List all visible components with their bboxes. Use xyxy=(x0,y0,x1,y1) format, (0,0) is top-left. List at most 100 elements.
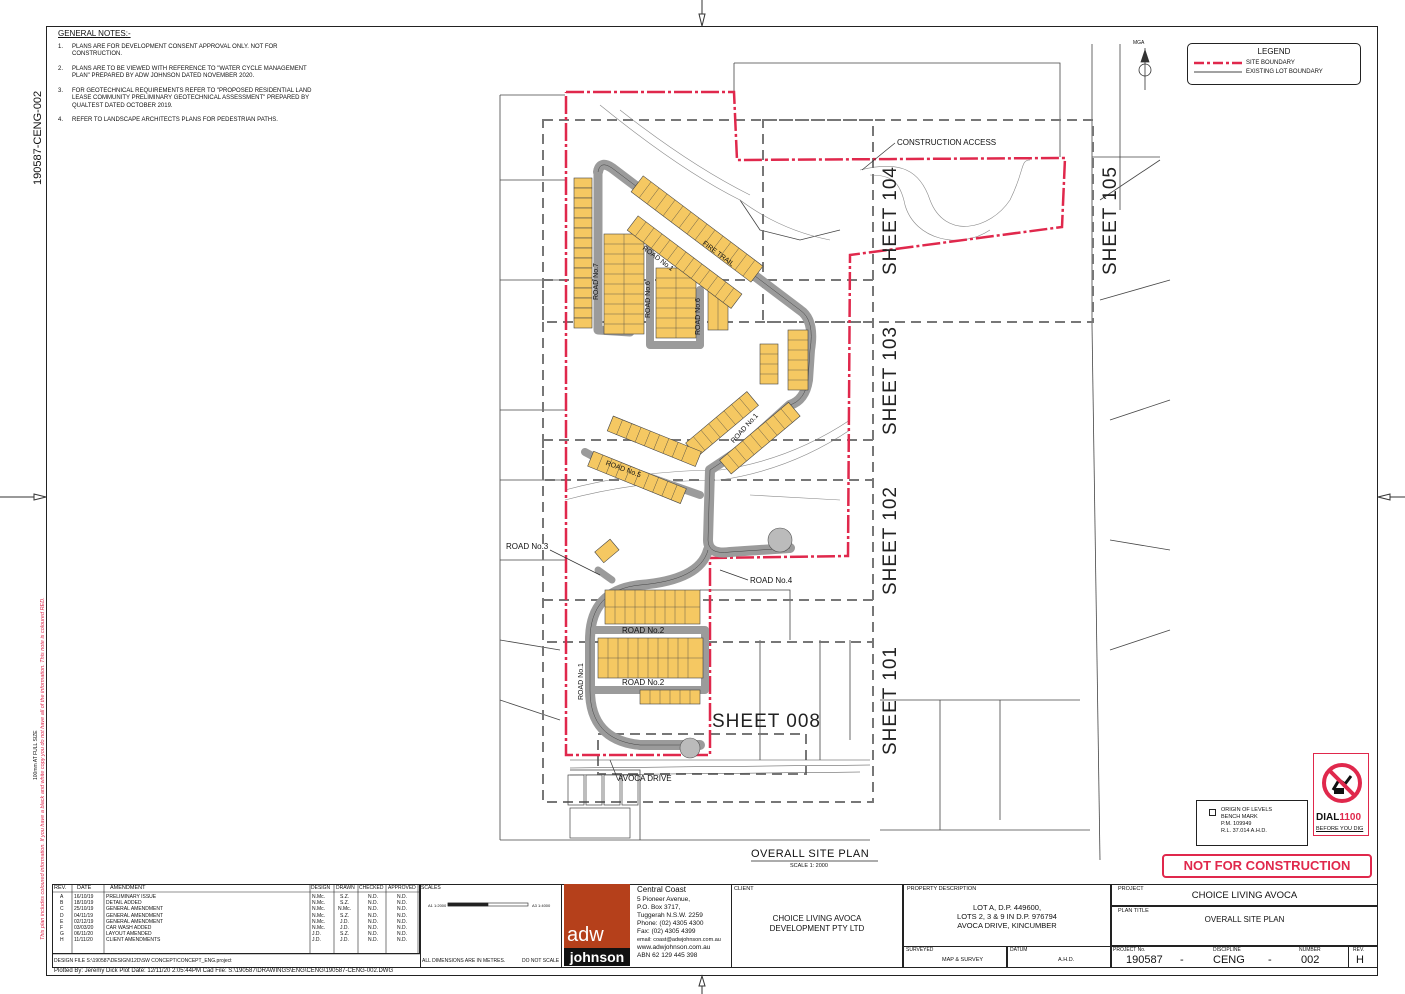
surveyed-label: SURVEYED xyxy=(906,947,934,953)
company-email: email: coast@adwjohnson.com.au xyxy=(637,937,721,943)
project-label: PROJECT xyxy=(1118,886,1144,892)
property-line1: LOT A, D.P. 449600, xyxy=(972,903,1042,912)
company-abn: ABN 62 129 445 398 xyxy=(637,952,698,959)
rev-header: REV. xyxy=(54,885,67,891)
project-no-label: PROJECT No. xyxy=(1113,947,1146,953)
lot-divisions xyxy=(604,243,696,329)
dial-text: DIAL1100 xyxy=(1316,812,1362,823)
dimensions-note: ALL DIMENSIONS ARE IN METRES. xyxy=(422,958,506,964)
label-road-2-bottom: ROAD No.2 xyxy=(622,678,665,687)
plan-title-label: PLAN TITLE xyxy=(1118,908,1149,914)
rev-cell xyxy=(1348,946,1378,968)
company-fax: Fax: (02) 4305 4399 xyxy=(637,928,696,935)
label-road-6b: ROAD No.6 xyxy=(695,298,702,335)
site-boundary xyxy=(564,90,1067,757)
not-for-construction-stamp: NOT FOR CONSTRUCTION xyxy=(1162,854,1372,878)
benchmark-icon xyxy=(1209,809,1216,816)
scale-a1: A1 1:2000 xyxy=(428,903,447,908)
datum-label: DATUM xyxy=(1010,947,1028,953)
benchmark-rl: R.L. 37.014 A.H.D. xyxy=(1221,828,1267,834)
rev-value: H xyxy=(1356,954,1364,966)
scales-header: SCALES xyxy=(421,885,441,891)
label-road-6a: ROAD No.6 xyxy=(645,281,652,318)
sheet-101-label: SHEET 101 xyxy=(880,646,901,755)
sheet-008-label: SHEET 008 xyxy=(712,711,821,732)
number-label: NUMBER xyxy=(1299,947,1321,953)
label-road-1-bottom: ROAD No.1 xyxy=(578,663,585,700)
company-logo: adw johnson xyxy=(564,884,630,966)
project-no-value: 190587 xyxy=(1126,954,1163,966)
design-header: DESIGN xyxy=(311,885,331,891)
property-label: PROPERTY DESCRIPTION xyxy=(907,886,977,892)
date-header: DATE xyxy=(77,885,92,891)
general-notes: GENERAL NOTES:- 1.PLANS ARE FOR DEVELOPM… xyxy=(58,30,322,132)
benchmark-mark: BENCH MARK xyxy=(1221,814,1258,820)
legend: LEGEND SITE BOUNDARY EXISTING LOT BOUNDA… xyxy=(1187,43,1361,85)
property-line2: LOTS 2, 3 & 9 IN D.P. 976794 xyxy=(957,912,1057,921)
label-avoca-drive: AVOCA DRIVE xyxy=(618,774,672,783)
label-road-2-top: ROAD No.2 xyxy=(622,626,665,635)
company-addr2: P.O. Box 3717, xyxy=(637,904,681,911)
company-office: Central Coast xyxy=(637,885,686,894)
number-value: 002 xyxy=(1301,954,1320,966)
label-road-7: ROAD No.7 xyxy=(593,263,600,300)
amendment-header: AMENDMENT xyxy=(110,885,146,891)
sheet-104-label: SHEET 104 xyxy=(880,166,901,275)
benchmark-pm: P.M. 109949 xyxy=(1221,821,1252,827)
revision-grid xyxy=(52,884,420,955)
note-item: 3.FOR GEOTECHNICAL REQUIREMENTS REFER TO… xyxy=(58,87,312,109)
company-phone: Phone: (02) 4305 4300 xyxy=(637,920,704,927)
datum-value: A.H.D. xyxy=(1058,957,1075,963)
datum-cell xyxy=(1007,946,1111,968)
sheet-103-label: SHEET 103 xyxy=(880,326,901,435)
sheet-105-label: SHEET 105 xyxy=(1100,166,1121,275)
legend-site-boundary: SITE BOUNDARY xyxy=(1246,60,1295,66)
company-addr1: 5 Pioneer Avenue, xyxy=(637,896,691,903)
plot-info: Plotted By: Jeremy Dick Plot Date: 12/11… xyxy=(54,968,394,974)
drawing-frame xyxy=(46,26,1378,976)
company-web: www.adwjohnson.com.au xyxy=(637,944,711,951)
approved-header: APPROVED xyxy=(388,885,416,891)
rev-label: REV. xyxy=(1353,947,1365,953)
drawn-header: DRAWN xyxy=(336,885,355,891)
label-construction-access: CONSTRUCTION ACCESS xyxy=(897,138,997,147)
plan-title: OVERALL SITE PLAN xyxy=(751,848,870,860)
design-file: DESIGN FILE S:\190587\DESIGN\12D\SW CONC… xyxy=(54,958,232,964)
surveyed-value: MAP & SURVEY xyxy=(942,957,984,963)
legend-title: LEGEND xyxy=(1257,47,1291,56)
discipline-label: DISCIPLINE xyxy=(1213,947,1241,953)
company-details: Central Coast 5 Pioneer Avenue, P.O. Box… xyxy=(637,886,721,960)
plan-scale: SCALE 1: 2000 xyxy=(790,863,828,869)
project-name: CHOICE LIVING AVOCA xyxy=(1191,890,1298,901)
property-line3: AVOCA DRIVE, KINCUMBER xyxy=(957,921,1057,930)
note-item: 4.REFER TO LANDSCAPE ARCHITECTS PLANS FO… xyxy=(58,117,278,123)
logo-johnson: johnson xyxy=(564,948,630,966)
client-line2: DEVELOPMENT PTY LTD xyxy=(769,924,865,933)
company-addr3: Tuggerah N.S.W. 2259 xyxy=(637,912,703,919)
scales-cell xyxy=(420,884,562,968)
legend-existing-lot: EXISTING LOT BOUNDARY xyxy=(1246,69,1323,75)
plan-title-value: OVERALL SITE PLAN xyxy=(1204,915,1285,924)
dial-subtext: BEFORE YOU DIG xyxy=(1316,826,1364,832)
property-description: LOT A, D.P. 449600, LOTS 2, 3 & 9 IN D.P… xyxy=(903,903,1111,930)
sheet-102-label: SHEET 102 xyxy=(880,486,901,595)
general-notes-heading: GENERAL NOTES:- xyxy=(58,29,131,38)
client-line1: CHOICE LIVING AVOCA xyxy=(772,914,862,923)
benchmark-origin: ORIGIN OF LEVELS xyxy=(1221,807,1273,813)
legend-swatches xyxy=(1194,61,1242,73)
client-label: CLIENT xyxy=(734,886,754,892)
surveyed-cell xyxy=(903,946,1007,968)
no-dig-icon xyxy=(1322,763,1362,803)
logo-adw: adw xyxy=(567,924,604,946)
